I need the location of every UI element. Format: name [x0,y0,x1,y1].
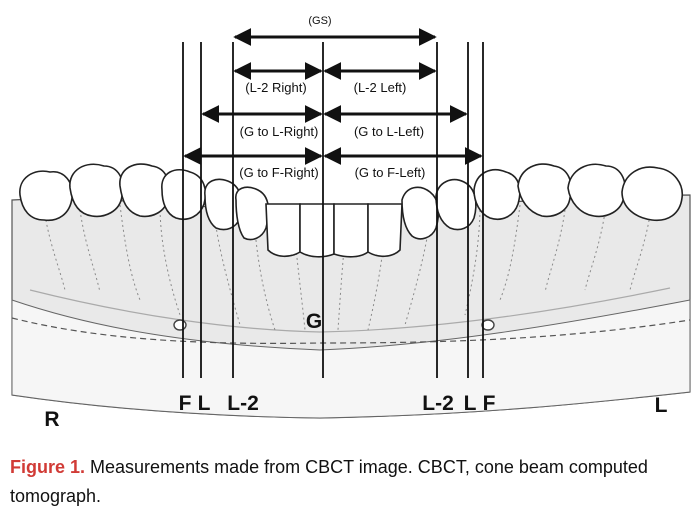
inner-cortex [29,287,671,333]
landmark-f-left: F [483,392,496,415]
landmark-l2-right: L-2 [227,392,259,415]
landmark-l-left: L [464,392,477,415]
side-left-label: L [655,394,668,417]
figure-caption-label: Figure 1. [10,457,86,477]
label-g-to-f-left: (G to F-Left) [355,165,426,180]
figure-caption-text: Measurements made from CBCT image. CBCT,… [10,457,648,506]
landmark-l2-left: L-2 [422,392,454,415]
landmark-g: G [306,310,322,333]
mental-foramen-left [481,319,495,331]
mandible-lower-band [11,299,691,419]
landmark-l-right: L [198,392,211,415]
figure-caption: Figure 1. Measurements made from CBCT im… [10,453,690,511]
landmark-f-right: F [179,392,192,415]
mental-foramen-right [173,319,187,331]
label-g-to-l-right: (G to L-Right) [240,124,319,139]
teeth-row [19,163,683,258]
label-gs: (GS) [308,15,331,27]
cbct-figure: (GS) (L-2 Right) (L-2 Left) (G to L-Righ… [11,15,691,431]
label-g-to-f-right: (G to F-Right) [239,165,318,180]
side-right-label: R [44,408,59,431]
label-l2-left: (L-2 Left) [354,80,407,95]
label-l2-right: (L-2 Right) [245,80,306,95]
label-g-to-l-left: (G to L-Left) [354,124,424,139]
mandibular-canal [11,317,691,344]
